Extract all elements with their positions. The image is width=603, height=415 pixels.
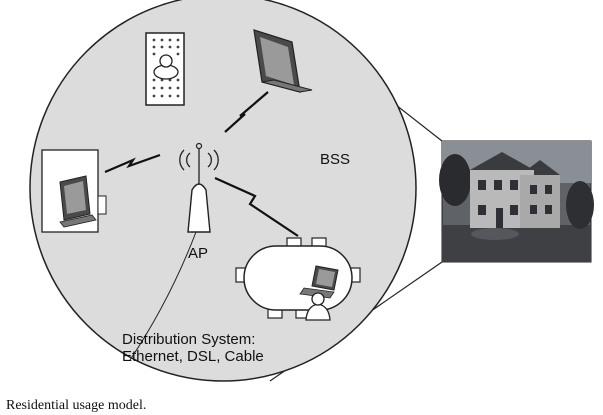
figure-caption: Residential usage model.: [6, 398, 146, 413]
wireless-link-left: [104, 153, 161, 174]
distribution-wire: [129, 231, 197, 361]
television-icon: [253, 29, 313, 93]
person-icon: [305, 292, 331, 321]
desktop-monitor-icon: [41, 149, 107, 233]
ap-label: AP: [188, 245, 208, 262]
wireless-link-top: [224, 91, 269, 133]
distribution-system-types: Ethernet, DSL, Cable: [122, 348, 264, 365]
bed-with-person-icon: [145, 32, 185, 106]
wireless-access-point-icon: [179, 142, 219, 233]
bss-label: BSS: [320, 151, 350, 168]
house-photo: [439, 140, 594, 263]
distribution-system-label: Distribution System:: [122, 331, 255, 348]
wireless-link-right: [214, 176, 299, 237]
